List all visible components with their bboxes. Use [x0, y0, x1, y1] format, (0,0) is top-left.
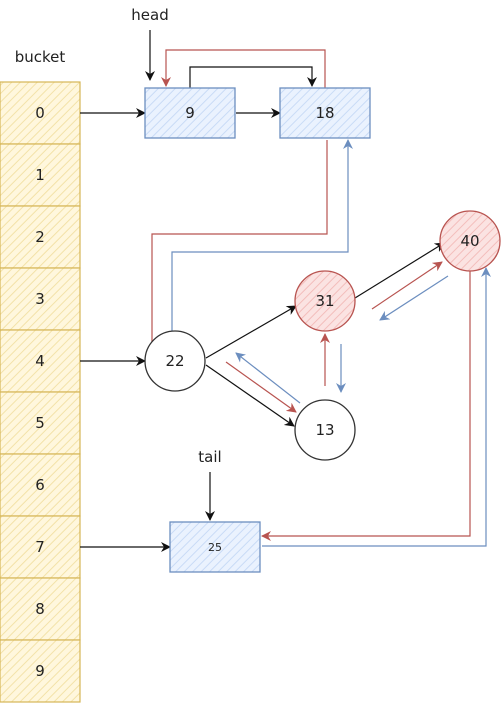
- tree-arrow-31-40: [354, 242, 445, 299]
- node-value: 31: [315, 292, 334, 310]
- bucket-index: 7: [35, 538, 45, 556]
- before-arrow-22-18: [171, 139, 353, 358]
- bucket-array: 0 1 2 3 4 5 6 7: [0, 81, 81, 703]
- after-arrow-18-22: [147, 140, 328, 369]
- bucket-cell-1: 1: [0, 143, 81, 207]
- node-value: 9: [185, 104, 195, 122]
- bucket-label: bucket: [15, 48, 66, 66]
- node-13: 13: [294, 399, 356, 461]
- node-value: 40: [460, 232, 479, 250]
- node-25: 25: [169, 521, 261, 573]
- bucket-index: 6: [35, 476, 45, 494]
- node-value: 22: [165, 352, 184, 370]
- bucket-index: 9: [35, 662, 45, 680]
- after-arrow-9-18: [189, 66, 317, 88]
- bucket-cell-5: 5: [0, 391, 81, 455]
- bucket-cell-4: 4: [0, 329, 81, 393]
- node-value: 18: [315, 104, 334, 122]
- bucket-cell-2: 2: [0, 205, 81, 269]
- tree-arrow-22-31: [205, 305, 297, 359]
- before-arrow-40-31: [379, 275, 449, 321]
- node-value: 13: [315, 421, 334, 439]
- node-40: 40: [439, 210, 501, 272]
- node-22: 22: [144, 330, 206, 392]
- before-arrow-13-22: [235, 352, 301, 404]
- bucket-cell-3: 3: [0, 267, 81, 331]
- after-arrow-40-25: [261, 270, 471, 541]
- bucket-cell-8: 8: [0, 577, 81, 641]
- after-arrow-22-13: [225, 361, 297, 413]
- node-9: 9: [144, 87, 236, 139]
- bucket-cell-9: 9: [0, 639, 81, 703]
- after-arrow-31-40: [371, 261, 443, 310]
- bucket-index: 2: [35, 228, 45, 246]
- node-31: 31: [294, 270, 356, 332]
- bucket-index: 1: [35, 166, 45, 184]
- before-arrow-18-9: [161, 49, 326, 88]
- bucket-index: 4: [35, 352, 45, 370]
- bucket-cell-0: 0: [0, 81, 81, 145]
- bucket-index: 8: [35, 600, 45, 618]
- bucket-cell-7: 7: [0, 515, 81, 579]
- bucket-index: 3: [35, 290, 45, 308]
- before-arrow-25-40: [262, 267, 491, 547]
- head-label: head: [131, 6, 168, 24]
- bucket-index: 0: [35, 104, 45, 122]
- tree-arrow-22-13: [205, 364, 295, 427]
- node-18: 18: [279, 87, 371, 139]
- node-value: 25: [208, 541, 222, 554]
- bucket-index: 5: [35, 414, 45, 432]
- bucket-cell-6: 6: [0, 453, 81, 517]
- tail-label: tail: [198, 448, 221, 466]
